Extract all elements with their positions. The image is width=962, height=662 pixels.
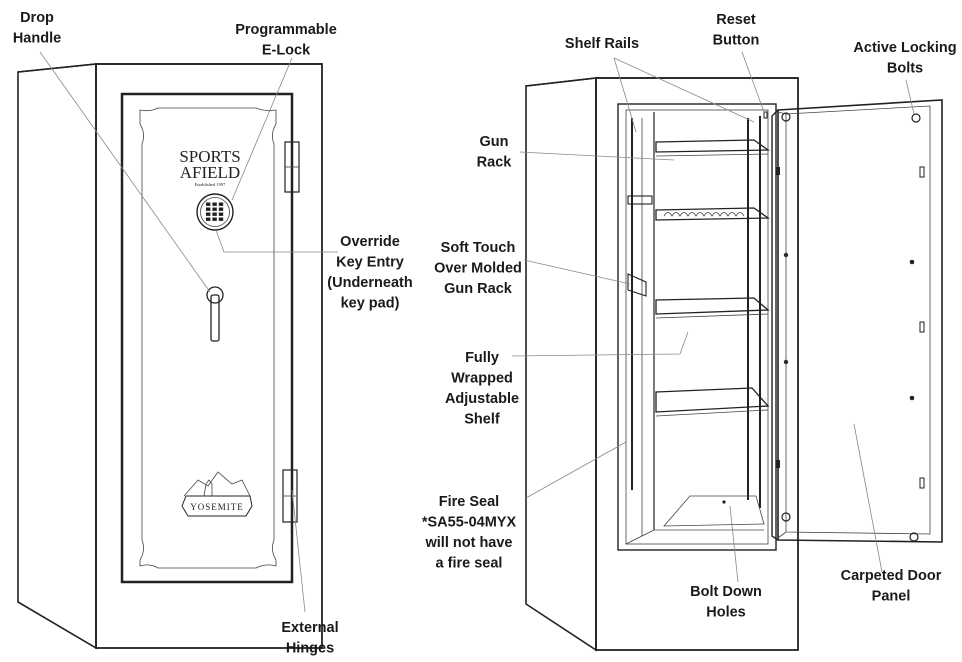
keypad-key bbox=[218, 207, 224, 211]
drop-handle bbox=[206, 286, 224, 342]
label-override-key-entry-line: key pad) bbox=[341, 296, 400, 312]
label-fire-seal-line: will not have bbox=[424, 535, 512, 551]
label-fire-seal-line: a fire seal bbox=[436, 556, 503, 572]
safe-interior bbox=[617, 103, 777, 551]
keypad-key bbox=[206, 202, 211, 206]
label-override-key-entry-line: Override bbox=[340, 234, 400, 250]
brand-logo: SPORTS AFIELD Established 1997 bbox=[179, 147, 240, 187]
model-name: YOSEMITE bbox=[190, 502, 244, 512]
adjustable-shelf bbox=[655, 139, 770, 157]
label-bolt-down-holes-line: Bolt Down bbox=[690, 584, 762, 600]
label-adjustable-shelf-line: Shelf bbox=[464, 412, 500, 428]
brand-line-2: AFIELD bbox=[180, 163, 240, 182]
keypad-key bbox=[206, 217, 211, 221]
closed-safe: SPORTS AFIELD Established 1997 YOSEMITE bbox=[17, 63, 323, 650]
label-soft-touch-gun-rack-line: Soft Touch bbox=[441, 240, 516, 256]
label-reset-button-line: Button bbox=[713, 33, 760, 49]
label-programmable-elock-line: E-Lock bbox=[262, 43, 311, 59]
label-fire-seal: Fire Seal *SA55-04MYX will not have a fire … bbox=[422, 494, 517, 572]
label-override-key-entry-line: Key Entry bbox=[336, 255, 404, 271]
label-fire-seal-line: Fire Seal bbox=[439, 494, 499, 510]
label-soft-touch-gun-rack-line: Over Molded bbox=[434, 261, 522, 277]
label-active-locking-bolts-line: Active Locking bbox=[853, 40, 956, 56]
label-shelf-rails: Shelf Rails bbox=[565, 36, 639, 52]
safe-door-open bbox=[771, 99, 943, 543]
label-soft-touch-gun-rack-line: Gun Rack bbox=[444, 281, 513, 297]
label-carpeted-door-panel-line: Panel bbox=[872, 589, 911, 605]
label-drop-handle-line: Drop bbox=[20, 10, 54, 26]
open-safe bbox=[525, 77, 943, 652]
label-carpeted-door-panel-line: Carpeted Door bbox=[841, 568, 942, 584]
brand-tagline: Established 1997 bbox=[195, 182, 227, 187]
keypad-key bbox=[212, 207, 217, 211]
label-active-locking-bolts-line: Bolts bbox=[887, 61, 923, 77]
bolt-down-holes bbox=[663, 495, 765, 527]
label-external-hinges-line: Hinges bbox=[286, 641, 334, 657]
label-adjustable-shelf-line: Wrapped bbox=[451, 371, 513, 387]
label-shelf-rails-line: Shelf Rails bbox=[565, 36, 639, 52]
keypad-key bbox=[212, 217, 217, 221]
brand-line-1: SPORTS bbox=[179, 147, 240, 166]
label-override-key-entry-line: (Underneath bbox=[327, 275, 412, 291]
keypad-key bbox=[218, 212, 224, 216]
keypad-key bbox=[206, 207, 211, 211]
keypad-key bbox=[212, 202, 217, 206]
yosemite-badge: YOSEMITE bbox=[181, 471, 253, 517]
label-programmable-elock-line: Programmable bbox=[235, 22, 337, 38]
external-hinge bbox=[282, 469, 298, 523]
label-fire-seal-line: *SA55-04MYX bbox=[422, 515, 517, 531]
label-adjustable-shelf-line: Adjustable bbox=[445, 391, 519, 407]
label-bolt-down-holes-line: Holes bbox=[706, 605, 746, 621]
label-gun-rack-line: Rack bbox=[477, 155, 513, 171]
right-leaders bbox=[511, 51, 915, 583]
adjustable-shelf bbox=[655, 387, 770, 417]
label-adjustable-shelf-line: Fully bbox=[465, 350, 499, 366]
label-external-hinges-line: External bbox=[281, 620, 338, 636]
reset-button bbox=[763, 111, 768, 119]
label-reset-button-line: Reset bbox=[716, 12, 756, 28]
label-drop-handle-line: Handle bbox=[13, 31, 61, 47]
external-hinge bbox=[284, 141, 300, 193]
keypad-key bbox=[218, 217, 224, 221]
shelf-rails bbox=[631, 116, 761, 508]
soft-touch-rack-cradle bbox=[627, 273, 647, 297]
gun-rack-shelf bbox=[627, 195, 770, 221]
adjustable-shelf bbox=[655, 297, 770, 319]
keypad-key bbox=[212, 212, 217, 216]
elock-keypad bbox=[196, 193, 234, 231]
safe-door bbox=[120, 92, 294, 584]
label-gun-rack-line: Gun bbox=[480, 134, 509, 150]
keypad-key bbox=[206, 212, 211, 216]
left-leaders bbox=[39, 51, 338, 613]
keypad-key bbox=[218, 202, 224, 206]
locking-bolts bbox=[781, 112, 925, 542]
